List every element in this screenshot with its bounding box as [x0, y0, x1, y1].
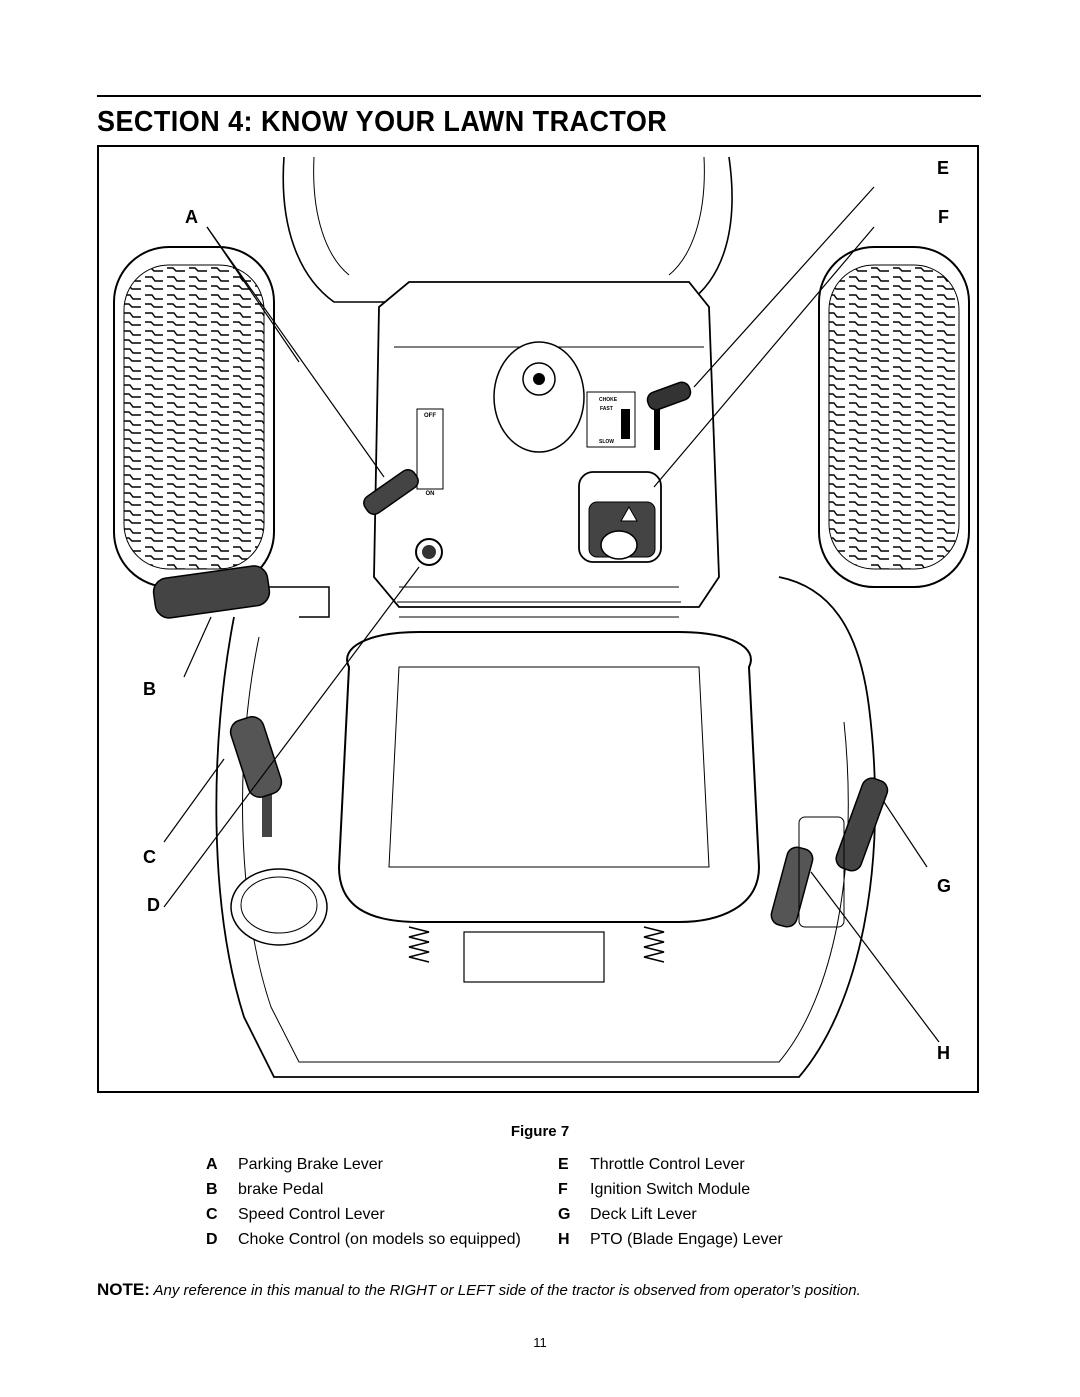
legend-text: Throttle Control Lever: [590, 1156, 745, 1173]
callout-a: A: [185, 207, 198, 227]
decal-on-text: ON: [426, 491, 435, 497]
throttle-lever: [646, 381, 692, 411]
legend-item: H PTO (Blade Engage) Lever: [558, 1227, 783, 1252]
callout-b: B: [143, 679, 156, 699]
decal-choke-text: CHOKE: [599, 397, 618, 403]
left-rear-wheel: [113, 246, 275, 588]
legend-text: Ignition Switch Module: [590, 1181, 751, 1198]
speed-control-lever: [229, 716, 283, 798]
callout-e: E: [937, 158, 950, 178]
legend-letter: B: [206, 1181, 218, 1198]
legend-text: Choke Control (on models so equipped): [238, 1231, 521, 1248]
fuel-cap: [493, 341, 585, 453]
legend-letter: A: [206, 1156, 218, 1173]
figure-frame: OFF ON CHOKE FAST SLOW: [97, 145, 979, 1093]
legend-item: D Choke Control (on models so equipped): [206, 1227, 521, 1252]
legend-text: Deck Lift Lever: [590, 1206, 697, 1223]
top-rule: [97, 95, 981, 97]
legend-item: G Deck Lift Lever: [558, 1202, 783, 1227]
callout-f: F: [938, 207, 949, 227]
tractor-illustration: OFF ON CHOKE FAST SLOW: [113, 156, 970, 1078]
callout-g: G: [937, 876, 952, 896]
note-text: Any reference in this manual to the RIGH…: [149, 1282, 861, 1299]
decal-slow-text: SLOW: [599, 439, 614, 445]
figure-caption: Figure 7: [510, 1123, 570, 1140]
hood: [282, 156, 733, 303]
page-number: 11: [533, 1335, 547, 1350]
operator-position-note: NOTE: Any reference in this manual to th…: [97, 1280, 861, 1300]
brake-pedal: [152, 565, 271, 619]
seat-springs: [408, 926, 665, 963]
legend-text: Speed Control Lever: [238, 1206, 385, 1223]
leader-lines: [163, 186, 940, 1043]
vent-grille: [397, 586, 681, 618]
legend-letter: E: [558, 1156, 569, 1173]
right-rear-wheel: [818, 246, 970, 588]
decal-fast-text: FAST: [600, 406, 613, 412]
legend-letter: H: [558, 1231, 570, 1248]
callout-c: C: [143, 847, 156, 867]
legend-letter: D: [206, 1231, 218, 1248]
legend-left: A Parking Brake Lever B brake Pedal C Sp…: [206, 1152, 521, 1252]
legend-letter: C: [206, 1206, 218, 1223]
legend-letter: G: [558, 1206, 571, 1223]
parking-brake-lever: [363, 468, 419, 516]
seat: [337, 631, 761, 923]
legend-text: Parking Brake Lever: [238, 1156, 383, 1173]
note-label: NOTE:: [97, 1280, 150, 1299]
legend-letter: F: [558, 1181, 568, 1198]
legend-text: brake Pedal: [238, 1181, 324, 1198]
legend-item: B brake Pedal: [206, 1177, 521, 1202]
pto-lever: [770, 846, 814, 928]
legend-right: E Throttle Control Lever F Ignition Swit…: [558, 1152, 783, 1252]
section-title: SECTION 4: KNOW YOUR LAWN TRACTOR: [97, 106, 668, 138]
deck-lift-lever: [835, 777, 889, 872]
legend-item: A Parking Brake Lever: [206, 1152, 521, 1177]
legend-text: PTO (Blade Engage) Lever: [590, 1231, 783, 1248]
callout-h: H: [937, 1043, 950, 1063]
legend-item: F Ignition Switch Module: [558, 1177, 783, 1202]
left-fender: [215, 576, 877, 1078]
callout-d: D: [147, 895, 160, 915]
legend-item: E Throttle Control Lever: [558, 1152, 783, 1177]
decal-off-text: OFF: [424, 413, 436, 419]
legend-item: C Speed Control Lever: [206, 1202, 521, 1227]
cup-holder: [230, 868, 328, 946]
parking-brake-decal: [416, 408, 444, 490]
